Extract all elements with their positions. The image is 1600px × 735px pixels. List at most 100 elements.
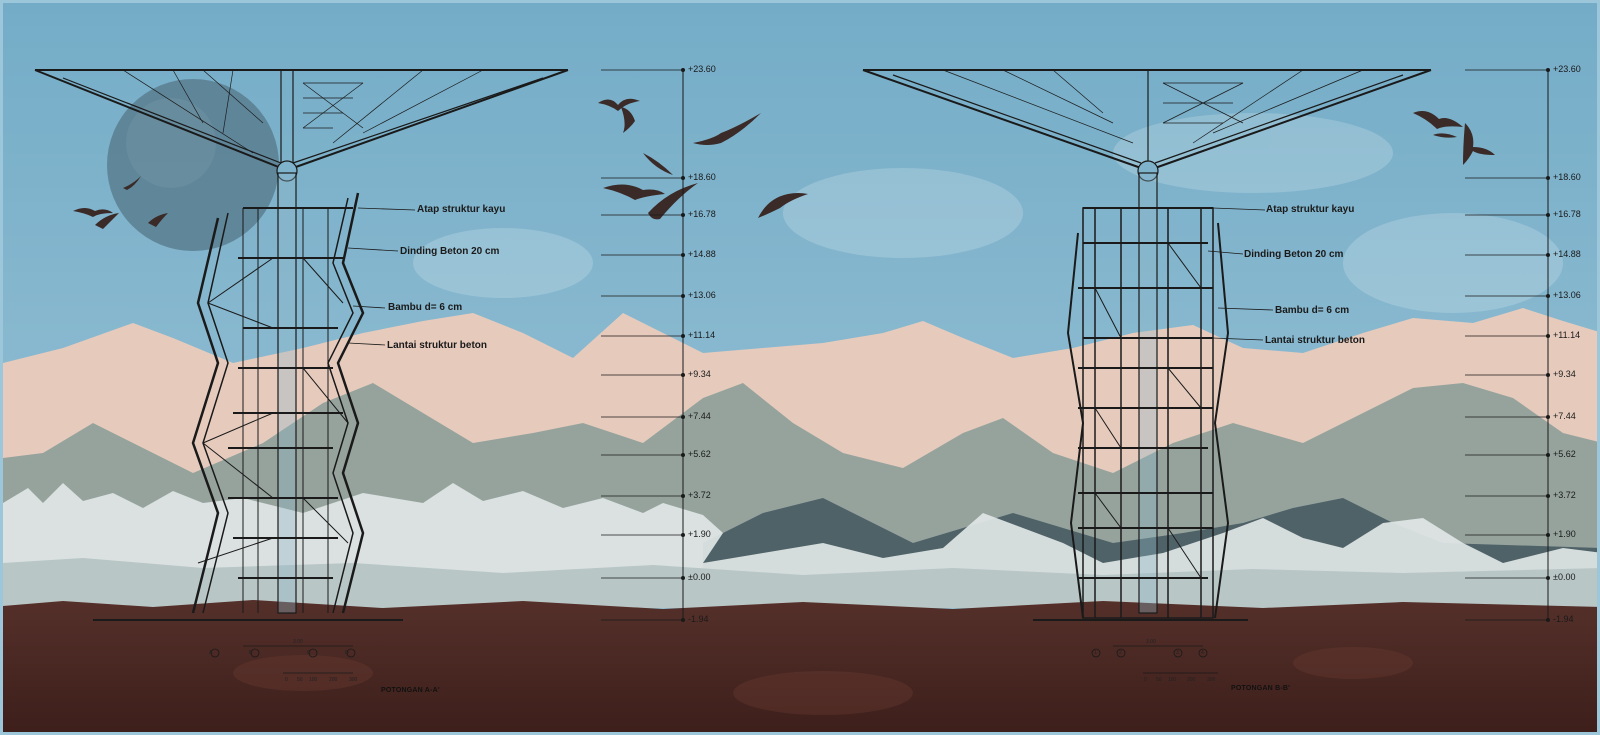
scale-tick: 100 (1168, 677, 1177, 683)
level-marker (681, 494, 685, 498)
bird-icon (1413, 111, 1463, 129)
level-label: +1.90 (1553, 529, 1576, 539)
grid-ref: 2 (1119, 650, 1122, 656)
soil (3, 600, 1597, 732)
level-marker (681, 213, 685, 217)
grid-ref: D (345, 650, 349, 656)
level-label: +16.78 (688, 209, 716, 219)
level-label: +23.60 (1553, 64, 1581, 74)
landscape-background (3, 3, 1597, 732)
label-floor-b: Lantai struktur beton (1265, 335, 1366, 346)
level-label: +18.60 (1553, 172, 1581, 182)
label-wall-b: Dinding Beton 20 cm (1244, 249, 1344, 260)
level-marker (681, 576, 685, 580)
bird-icon (148, 213, 168, 227)
scale-tick: 300 (1207, 677, 1216, 683)
dim-a: 3.00 (293, 639, 303, 645)
level-marker (681, 533, 685, 537)
grid-ref: 3 (1176, 650, 1179, 656)
grid-ref: 1 (1094, 650, 1097, 656)
level-marker (1546, 294, 1550, 298)
level-marker (681, 373, 685, 377)
level-label: +5.62 (1553, 449, 1576, 459)
level-label: +9.34 (1553, 369, 1576, 379)
level-label: +23.60 (688, 64, 716, 74)
level-label: +7.44 (688, 411, 711, 421)
level-marker (1546, 373, 1550, 377)
scale-tick: 100 (309, 677, 318, 683)
scale-tick: 50 (297, 677, 303, 683)
level-label: +9.34 (688, 369, 711, 379)
label-bamboo-a: Bambu d= 6 cm (388, 302, 463, 313)
bird-icon (73, 208, 113, 217)
dim-b: 3.00 (1146, 639, 1156, 645)
level-marker (1546, 453, 1550, 457)
label-roof-a: Atap struktur kayu (417, 204, 506, 215)
bird-icon (598, 98, 640, 111)
bird-icon (123, 176, 141, 190)
grid-ref: C (307, 650, 311, 656)
section-b-structure (862, 69, 1549, 674)
level-marker (1546, 334, 1550, 338)
level-marker (681, 294, 685, 298)
level-marker (1546, 176, 1550, 180)
section-b-title: POTONGAN B-B' (1231, 685, 1290, 692)
bird-icon (621, 107, 635, 133)
level-marker (1546, 68, 1550, 72)
level-marker (1546, 213, 1550, 217)
level-label: +14.88 (688, 249, 716, 259)
level-marker (681, 176, 685, 180)
level-label: +11.14 (1553, 330, 1581, 340)
scale-tick: 0 (1144, 677, 1147, 683)
clouds (413, 113, 1563, 313)
level-lines (601, 68, 685, 622)
level-marker (1546, 576, 1550, 580)
bird-icon (758, 193, 808, 218)
level-marker (681, 68, 685, 72)
level-label: ±0.00 (688, 572, 711, 582)
section-a-structure (34, 69, 684, 674)
level-marker (1546, 494, 1550, 498)
label-roof-b: Atap struktur kayu (1266, 204, 1355, 215)
level-marker (1546, 253, 1550, 257)
label-bamboo-b: Bambu d= 6 cm (1275, 305, 1350, 316)
grid-ref: 4 (1201, 650, 1204, 656)
level-marker (681, 334, 685, 338)
scale-tick: 200 (329, 677, 338, 683)
level-label: +5.62 (688, 449, 711, 459)
level-label: +11.14 (688, 330, 716, 340)
bird-icon (693, 113, 761, 145)
level-marker (1546, 533, 1550, 537)
level-lines (1465, 68, 1550, 622)
label-floor-a: Lantai struktur beton (387, 340, 488, 351)
bird-icon (648, 183, 698, 220)
bird-icon (1463, 123, 1495, 165)
level-label: +14.88 (1553, 249, 1581, 259)
grid-ref: B (249, 650, 253, 656)
section-a-title: POTONGAN A-A' (381, 687, 440, 694)
level-marker (1546, 618, 1550, 622)
level-label: ±0.00 (1553, 572, 1576, 582)
grid-ref: A (209, 650, 213, 656)
level-marker (681, 415, 685, 419)
bird-icon (1433, 133, 1457, 138)
scale-tick: 300 (349, 677, 358, 683)
level-marker (681, 618, 685, 622)
level-label: -1.94 (1553, 614, 1574, 624)
level-marker (1546, 415, 1550, 419)
level-label: -1.94 (688, 614, 709, 624)
bird-icon (603, 184, 665, 200)
level-label: +3.72 (688, 490, 711, 500)
scale-tick: 200 (1187, 677, 1196, 683)
level-marker (681, 253, 685, 257)
level-label: +18.60 (688, 172, 716, 182)
level-label: +7.44 (1553, 411, 1576, 421)
birds (73, 98, 1495, 229)
level-marker (681, 453, 685, 457)
level-label: +13.06 (688, 290, 716, 300)
bird-icon (95, 213, 119, 229)
level-label: +13.06 (1553, 290, 1581, 300)
level-label: +16.78 (1553, 209, 1581, 219)
tree-base (3, 558, 1597, 608)
